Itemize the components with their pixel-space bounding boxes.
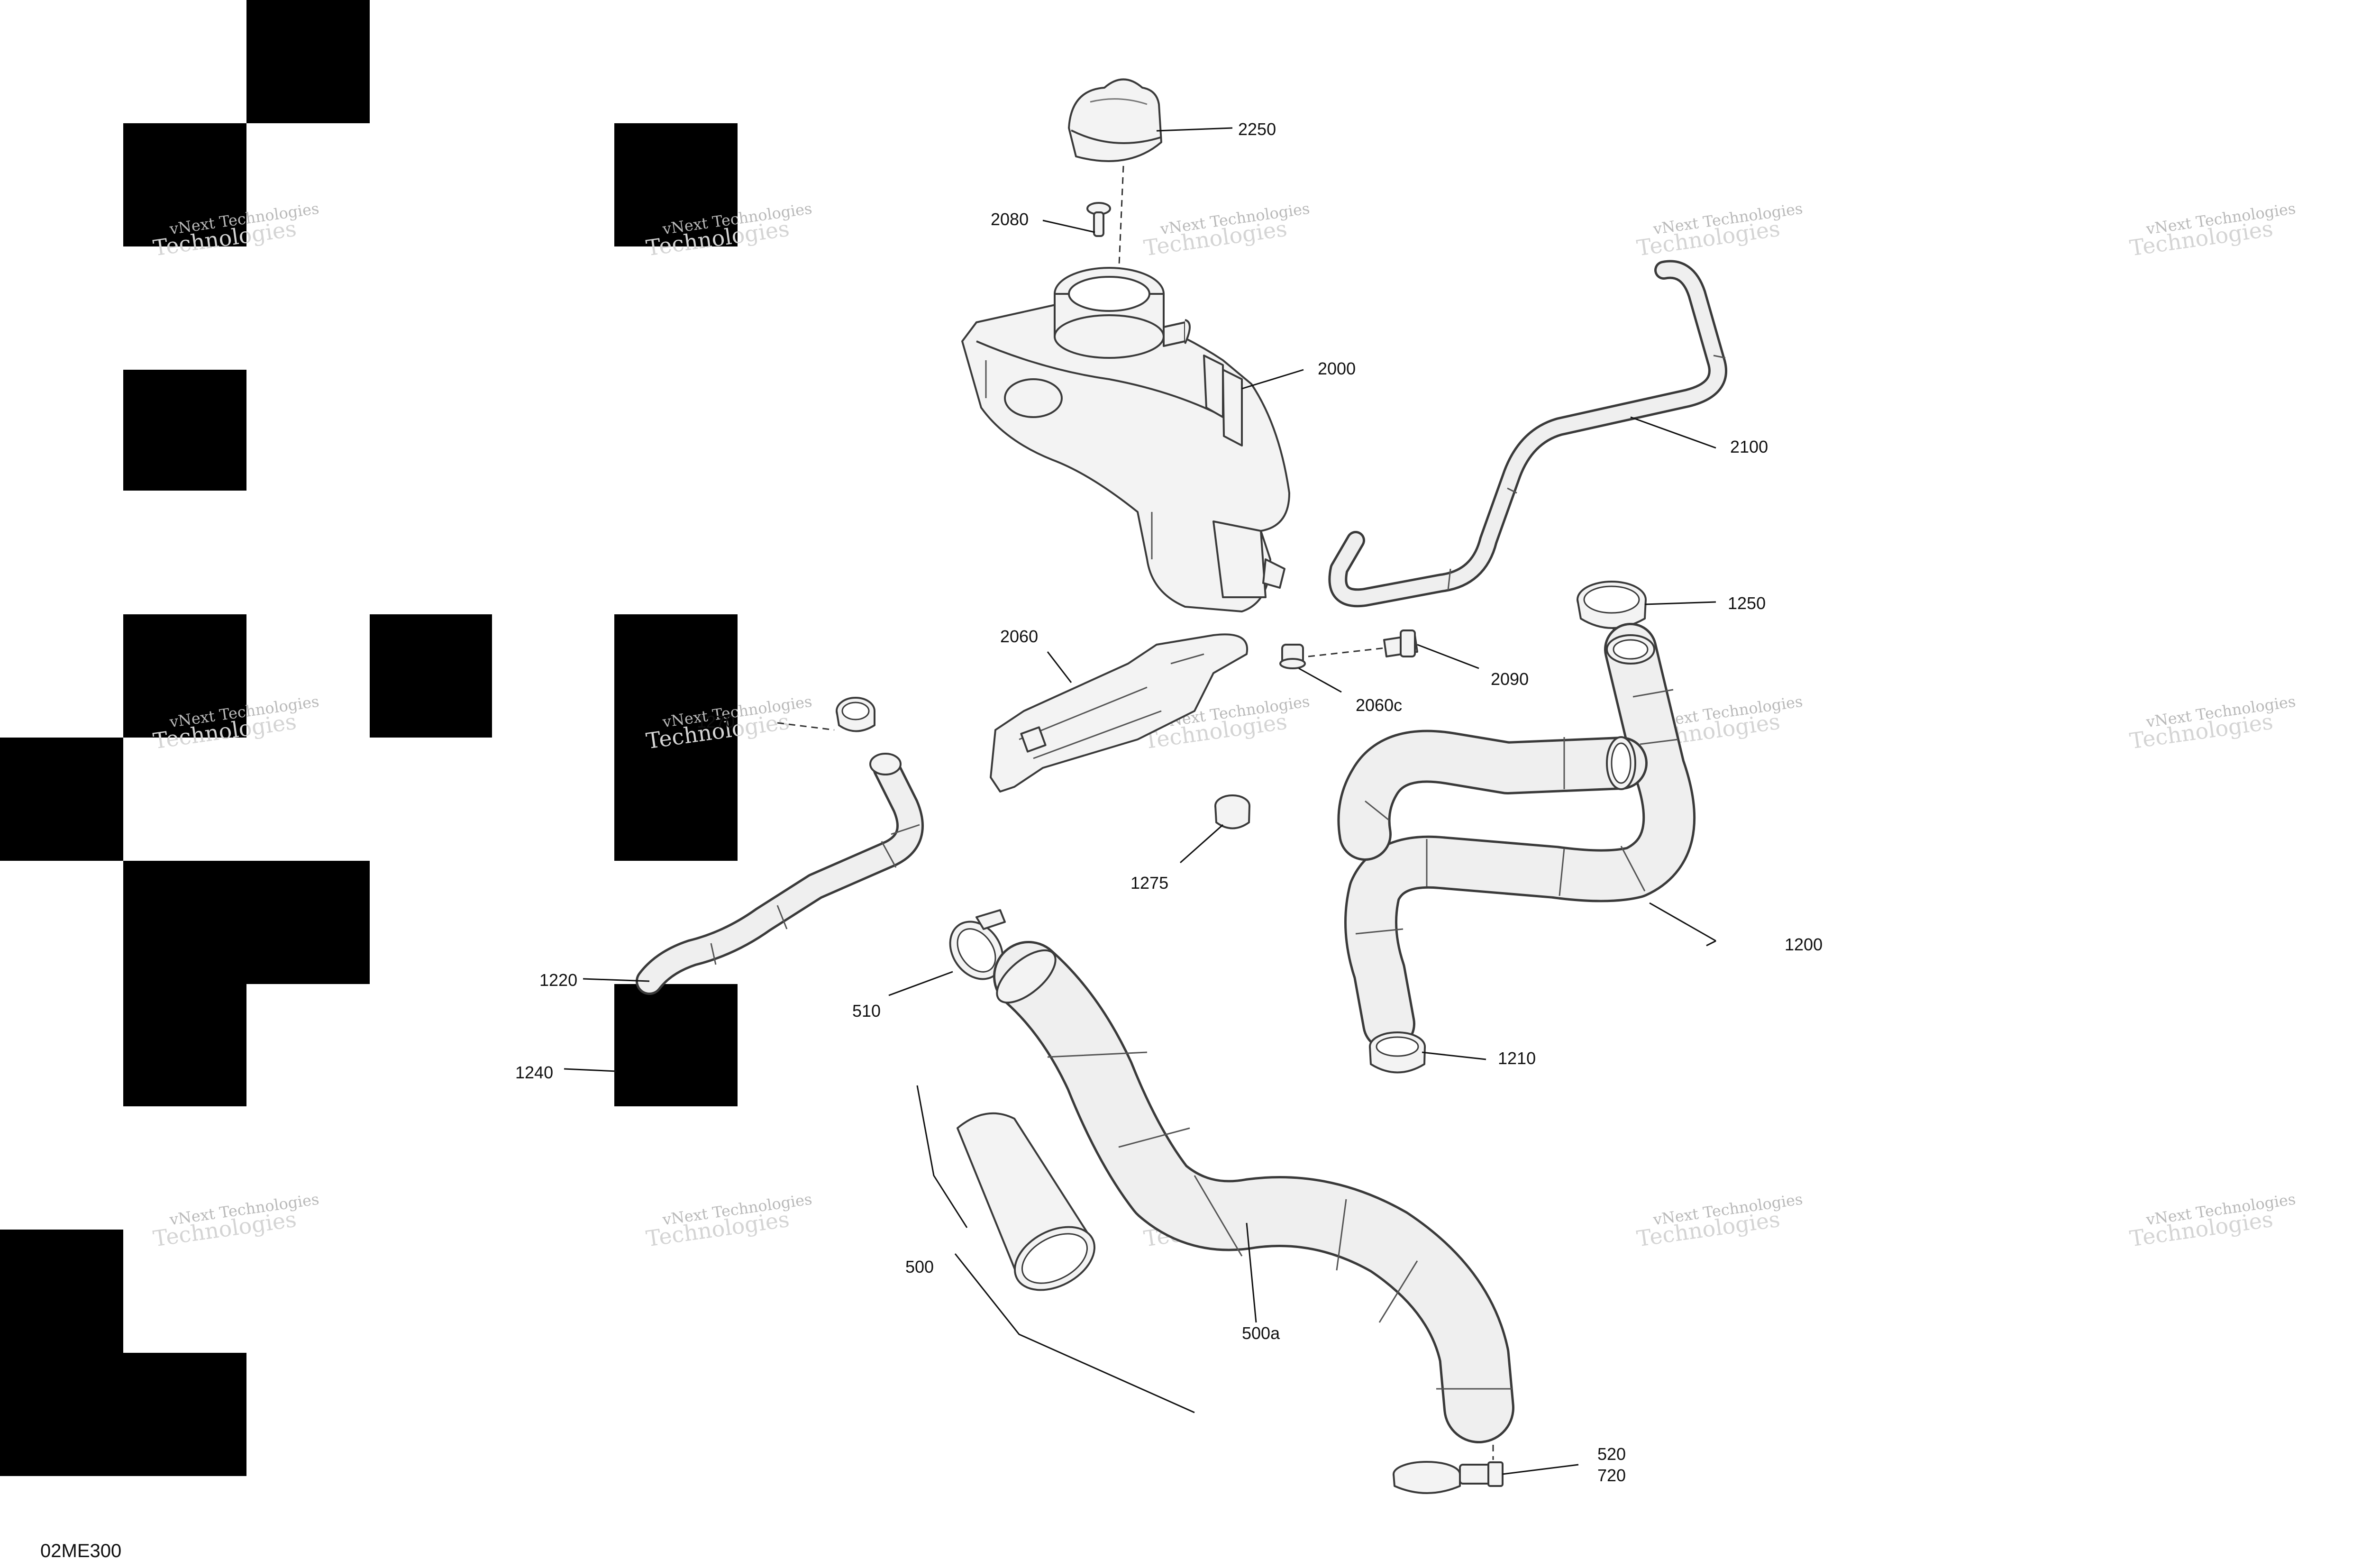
overflow-hose-2100 [1328, 260, 1727, 608]
callout-label: 1200 [1785, 935, 1823, 954]
callout-label: 1220 [539, 970, 577, 990]
leader-line [1502, 1464, 1579, 1475]
callout-label: 1275 [1130, 873, 1168, 893]
callout-label: 520 [1597, 1444, 1626, 1464]
leader-line [1042, 219, 1095, 233]
coolant-hose-500a [993, 941, 1514, 1443]
upper-radiator-hose [1337, 729, 1648, 861]
assembly-line [1308, 646, 1394, 657]
redaction-block [0, 1230, 123, 1353]
sleeve-500 [957, 1112, 1096, 1291]
callout-label: 2060c [1356, 695, 1402, 715]
watermark: Technologies vNext Technologies [2128, 692, 2297, 754]
leader-line [564, 1068, 617, 1072]
callout-labels: 2250 2080 2000 2100 1250 2060 2090 2060c… [515, 119, 1823, 1485]
assembly-line [777, 722, 835, 731]
leader-line [1649, 902, 1716, 942]
leader-line [1246, 1222, 1257, 1323]
leader-line [1047, 651, 1072, 683]
figure-code: 02ME300 [40, 1541, 121, 1561]
callout-label: 1270 [697, 712, 735, 731]
leader-line [1180, 824, 1223, 864]
leader-lines [564, 127, 1716, 1475]
coolant-hose-1220 [636, 753, 924, 995]
radiator-hose-1200 [1344, 623, 1696, 1050]
plug-1275 [1214, 794, 1250, 830]
redaction-block [614, 123, 738, 246]
bracket-2060 [990, 633, 1249, 793]
leader-line [1644, 601, 1716, 605]
leader-line [1298, 667, 1342, 693]
coolant-reservoir [961, 267, 1290, 612]
watermark: Technologies vNext Technologies [1142, 199, 1311, 261]
redaction-block [123, 123, 246, 246]
clamp-520 [1393, 1461, 1504, 1494]
redaction-block [614, 984, 738, 1106]
watermark: Technologies vNext Technologies [1635, 1190, 1804, 1251]
watermark: Technologies vNext Technologies [152, 1190, 320, 1251]
watermark: Technologies vNext Technologies [645, 1190, 813, 1251]
leader-line [888, 971, 953, 996]
watermark: Technologies vNext Technologies [2128, 199, 2297, 261]
leader-line [916, 1085, 968, 1228]
callout-label: 2090 [1491, 669, 1529, 689]
redaction-block [123, 984, 246, 1106]
leader-line [1706, 940, 1716, 947]
callout-label: 500 [905, 1257, 934, 1276]
redaction-block [0, 738, 123, 861]
redaction-block [123, 370, 246, 491]
callout-label: 720 [1597, 1466, 1626, 1485]
leader-line [1422, 1051, 1486, 1060]
redaction-blocks [0, 0, 738, 1476]
clamp-1250 [1577, 581, 1647, 629]
callout-label: 2250 [1238, 119, 1276, 139]
callout-label: 1210 [1498, 1048, 1536, 1068]
redaction-block [246, 0, 370, 123]
callout-label: 1250 [1728, 593, 1766, 613]
fastener-2060c [1279, 644, 1306, 669]
leader-line [583, 978, 650, 982]
redaction-block [614, 614, 738, 861]
callout-label: 510 [852, 1001, 881, 1021]
leader-line [954, 1253, 1195, 1413]
clamp-510 [949, 909, 1006, 980]
screw-2080 [1086, 202, 1111, 237]
clamp-1270 [836, 697, 875, 732]
callout-label: 2080 [991, 210, 1029, 229]
watermark: Technologies vNext Technologies [2128, 1190, 2297, 1251]
callout-label: 500a [1242, 1323, 1280, 1343]
callout-label: 2060 [1000, 627, 1038, 646]
leader-line [1417, 644, 1479, 669]
clamp-1210 [1369, 1031, 1426, 1074]
callout-label: 2100 [1730, 437, 1768, 456]
redaction-block [123, 614, 246, 738]
watermark: Technologies vNext Technologies [1635, 199, 1804, 261]
redaction-block [0, 1353, 246, 1476]
callout-label: 2000 [1318, 359, 1356, 378]
reservoir-cap [1068, 78, 1162, 162]
leader-line [1241, 369, 1304, 390]
leader-line [1156, 127, 1233, 132]
leader-line [1630, 416, 1716, 449]
redaction-block [370, 614, 492, 738]
redaction-block [123, 861, 370, 984]
bolt-2090 [1383, 629, 1418, 657]
callout-label: 1240 [515, 1063, 553, 1082]
